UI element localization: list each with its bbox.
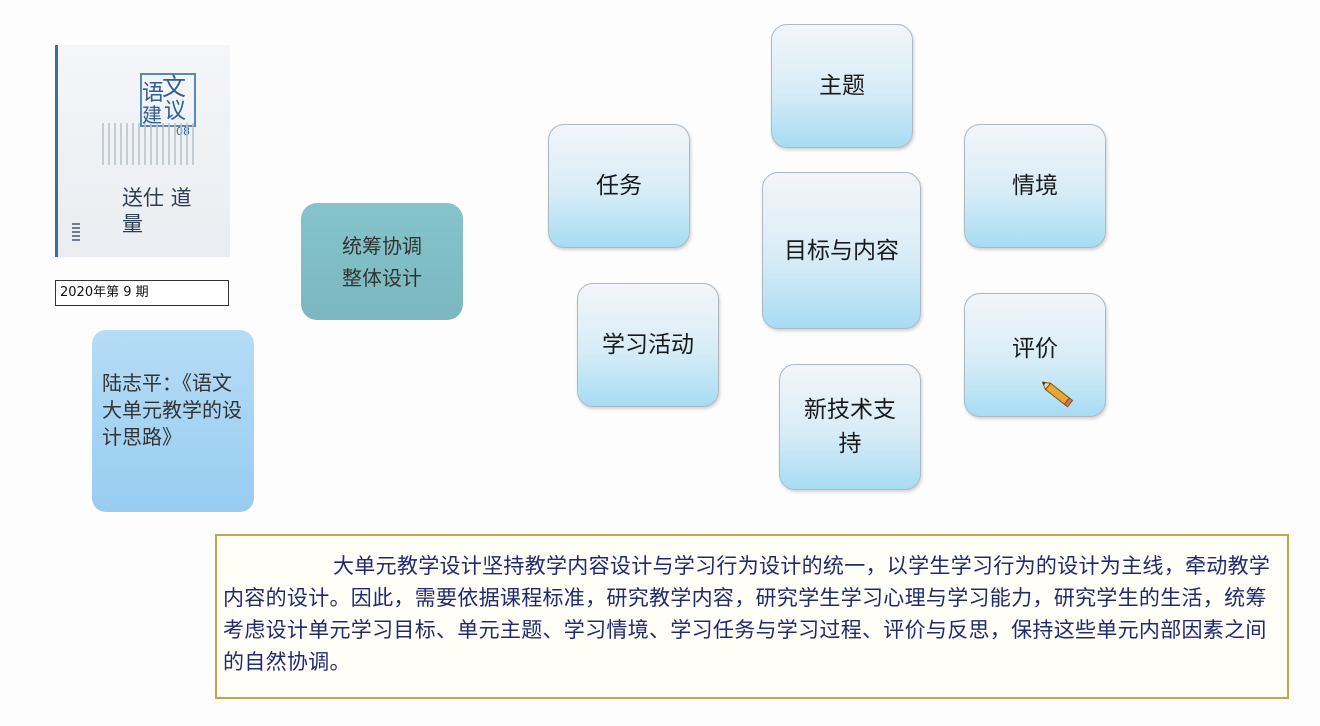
node-theme-label: 主题 — [819, 73, 865, 99]
overall-line-1: 统筹协调 — [342, 233, 422, 258]
issue-label: 2020年第 9 期 — [55, 280, 229, 306]
cover-stripe — [72, 223, 80, 243]
node-evaluation-label: 评价 — [1012, 336, 1058, 362]
node-task: 任务 — [548, 124, 690, 248]
cover-calligraphy: 送仕 道量 — [122, 186, 192, 236]
magazine-cover: 文 议 语 建 08 送仕 道量 — [55, 45, 230, 257]
node-center-label: 目标与内容 — [784, 237, 899, 264]
cover-title-char: 语 — [142, 81, 165, 106]
author-reference-text: 陆志平：《语文大单元教学的设计思路》 — [102, 371, 242, 449]
node-task-label: 任务 — [596, 173, 642, 199]
summary-note-text: 大单元教学设计坚持教学内容设计与学习行为设计的统一，以学生学习行为的设计为主线，… — [223, 554, 1271, 674]
node-context: 情境 — [964, 124, 1106, 248]
node-context-label: 情境 — [1012, 173, 1058, 199]
node-technology: 新技术支持 — [779, 364, 921, 490]
cover-title-char: 文 — [162, 73, 186, 101]
node-evaluation: 评价 — [964, 293, 1106, 417]
pencil-icon — [1042, 381, 1074, 408]
cover-title-char: 建 — [142, 103, 162, 127]
node-technology-label: 新技术支持 — [804, 397, 896, 457]
overall-line-2: 整体设计 — [342, 265, 422, 290]
cover-title-char: 议 — [164, 99, 187, 124]
node-theme: 主题 — [771, 24, 913, 148]
author-reference-box: 陆志平：《语文大单元教学的设计思路》 — [92, 330, 254, 512]
node-activity: 学习活动 — [577, 283, 719, 407]
node-activity-label: 学习活动 — [602, 332, 694, 358]
summary-note: 大单元教学设计坚持教学内容设计与学习行为设计的统一，以学生学习行为的设计为主线，… — [215, 534, 1289, 699]
cover-text-pattern — [102, 123, 198, 165]
node-center: 目标与内容 — [762, 172, 921, 329]
overall-design-box: 统筹协调 整体设计 — [301, 203, 463, 320]
